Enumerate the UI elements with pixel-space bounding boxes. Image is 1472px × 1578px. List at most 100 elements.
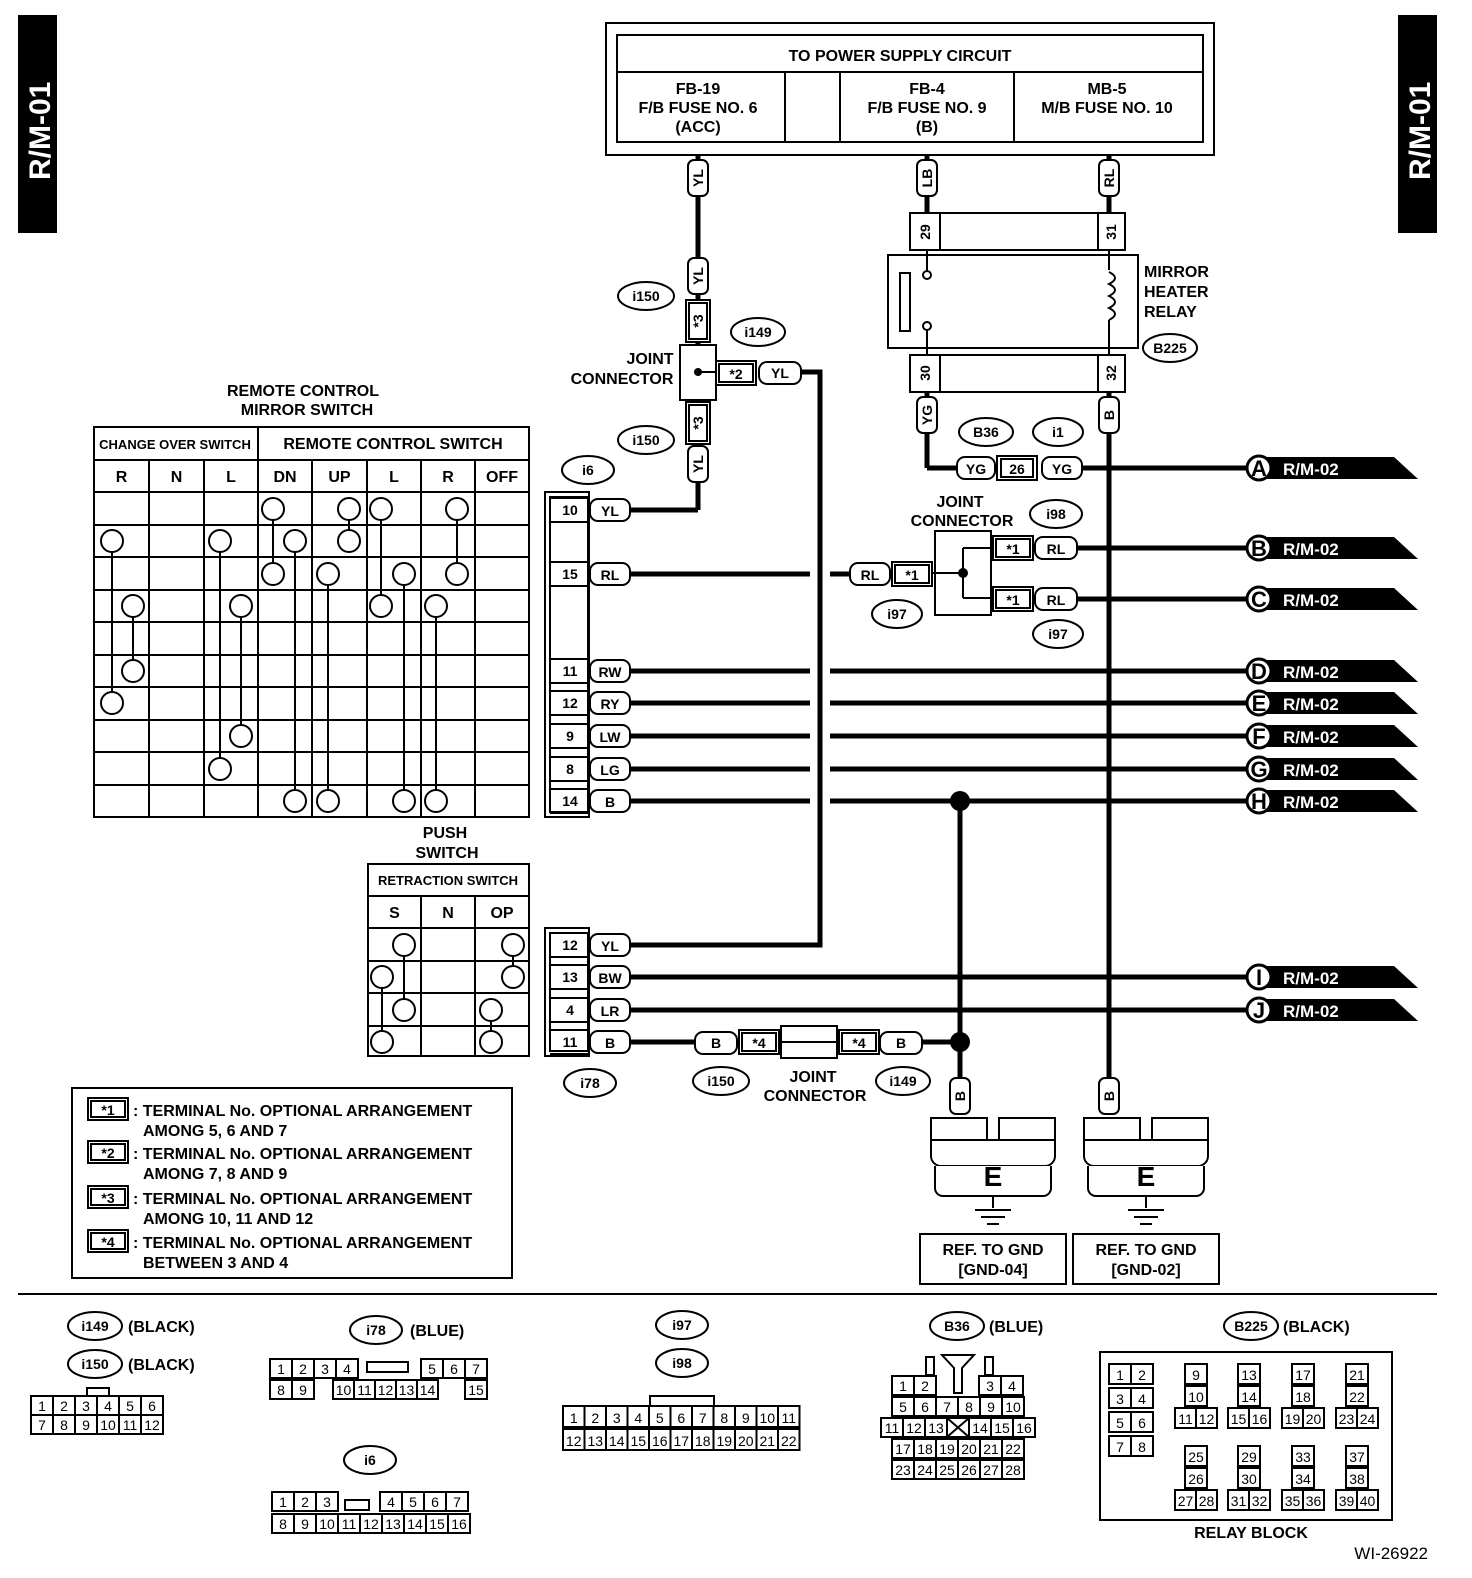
mirror-switch-title-2: MIRROR SWITCH — [241, 402, 373, 419]
joint-label-rl-1: JOINT — [936, 494, 983, 511]
connector-b36: B36 — [973, 424, 999, 440]
switch-contact — [424, 789, 448, 813]
ground-ref-line2: [GND-02] — [1111, 1262, 1180, 1279]
i78-wire-color: B — [605, 1035, 615, 1051]
fuse-1-line2: F/B FUSE NO. 6 — [638, 100, 757, 117]
pin-i149: 1 — [38, 1398, 46, 1414]
i78-wire-color: YL — [601, 938, 619, 954]
pin-i6: 3 — [323, 1494, 331, 1510]
star1-top: *1 — [1006, 541, 1019, 557]
wire-label-yl-top: YL — [690, 169, 706, 187]
wire-label-b-vert: B — [1101, 410, 1117, 420]
i6-pin: 14 — [562, 793, 578, 809]
pin-i78: 15 — [468, 1382, 484, 1398]
pin-i78: 7 — [472, 1361, 480, 1377]
mirror-col-header: N — [171, 469, 183, 486]
mirror-group-changeover: CHANGE OVER SWITCH — [99, 437, 251, 452]
pin-b225: 35 — [1285, 1493, 1301, 1509]
switch-contact — [316, 789, 340, 813]
pin-i97: 14 — [609, 1433, 625, 1449]
pin-b225: 37 — [1349, 1449, 1365, 1465]
pin-i6: 2 — [301, 1494, 309, 1510]
switch-contact — [316, 562, 340, 586]
relay-label-3: RELAY — [1144, 304, 1197, 321]
pin-i97: 13 — [587, 1433, 603, 1449]
page-tab-right: R/M-01 — [1398, 15, 1437, 233]
destination-letter: F — [1252, 724, 1265, 749]
destination-letter: I — [1256, 965, 1262, 990]
destination-ref: R/M-02 — [1283, 793, 1339, 812]
pin-i78: 6 — [450, 1361, 458, 1377]
switch-contact — [370, 965, 394, 989]
pin-i78: 2 — [299, 1361, 307, 1377]
destination-ref: R/M-02 — [1283, 663, 1339, 682]
pin-i149: 10 — [100, 1417, 116, 1433]
pin-i149: 8 — [60, 1417, 68, 1433]
pin-i78: 5 — [428, 1361, 436, 1377]
switch-contact — [479, 998, 503, 1022]
wire-label-yg-vert: YG — [919, 405, 935, 425]
pin-b225: 26 — [1188, 1471, 1204, 1487]
relay-block-label: RELAY BLOCK — [1194, 1525, 1308, 1542]
i6-pin: 11 — [563, 663, 578, 679]
ground-wire-label: B — [952, 1091, 968, 1101]
relay-pin-31: 31 — [1103, 224, 1119, 240]
pin-i6: 14 — [407, 1516, 423, 1532]
joint-connector-lower: B *4 *4 B i150 i149 JOINT CONNECTOR — [692, 1025, 931, 1105]
switch-contact — [501, 933, 525, 957]
pin-i78: 13 — [399, 1382, 415, 1398]
pin-b225: 38 — [1349, 1471, 1365, 1487]
pin-i78: 1 — [277, 1361, 285, 1377]
pin-b36: 7 — [943, 1399, 951, 1415]
pin-b225: 28 — [1199, 1493, 1215, 1509]
power-supply-title: TO POWER SUPPLY CIRCUIT — [789, 48, 1012, 65]
pin-i97: 3 — [613, 1410, 621, 1426]
cv-b225-name: B225 — [1234, 1318, 1268, 1334]
switch-contact — [208, 529, 232, 553]
pin-b225: 25 — [1188, 1449, 1204, 1465]
pin-b225: 6 — [1138, 1415, 1146, 1431]
pin-b36: 23 — [895, 1462, 911, 1478]
destination-ref: R/M-02 — [1283, 591, 1339, 610]
pin-b36: 19 — [939, 1441, 955, 1457]
pin-26: 26 — [1009, 461, 1025, 477]
destination-letter: H — [1251, 789, 1267, 814]
note-line1: : TERMINAL No. OPTIONAL ARRANGEMENT — [133, 1103, 472, 1120]
wire-label-rl-b: RL — [1047, 541, 1066, 557]
note-line1: : TERMINAL No. OPTIONAL ARRANGEMENT — [133, 1235, 472, 1252]
pin-b36: 5 — [899, 1399, 907, 1415]
pin-i78: 11 — [357, 1382, 372, 1398]
pin-b225: 40 — [1360, 1493, 1376, 1509]
note-key: *4 — [101, 1234, 114, 1250]
destination-arrow — [1262, 588, 1418, 610]
pin-b225: 39 — [1339, 1493, 1355, 1509]
pin-b225: 13 — [1241, 1367, 1257, 1383]
relay-output-wires: YG B B36 i1 YG 26 YG — [916, 392, 1250, 1080]
switch-contact — [392, 998, 416, 1022]
notes-box: *1: TERMINAL No. OPTIONAL ARRANGEMENTAMO… — [71, 1087, 513, 1279]
destination-letter: D — [1251, 659, 1267, 684]
pin-i78: 4 — [343, 1361, 351, 1377]
cv-b225-color: (BLACK) — [1283, 1319, 1350, 1336]
relay-pin-29: 29 — [917, 224, 933, 240]
destination-letter: J — [1253, 998, 1265, 1023]
pin-i6: 9 — [301, 1516, 309, 1532]
pin-b36: 26 — [961, 1462, 977, 1478]
joint-label-upper-2: CONNECTOR — [571, 371, 674, 388]
pin-i6: 11 — [342, 1516, 357, 1532]
wire-label-yl-2: YL — [690, 267, 706, 285]
pin-b36: 2 — [921, 1378, 929, 1394]
i6-wire-color: RL — [601, 567, 620, 583]
pin-b225: 16 — [1252, 1411, 1268, 1427]
pin-b225: 5 — [1116, 1415, 1124, 1431]
pin-b36: 28 — [1005, 1462, 1021, 1478]
pin-i149: 9 — [82, 1417, 90, 1433]
note-line2: AMONG 5, 6 AND 7 — [143, 1123, 287, 1140]
mirror-col-header: R — [116, 469, 128, 486]
switch-contact — [424, 594, 448, 618]
pin-b36: 13 — [928, 1420, 944, 1436]
i6-pin: 8 — [566, 761, 574, 777]
